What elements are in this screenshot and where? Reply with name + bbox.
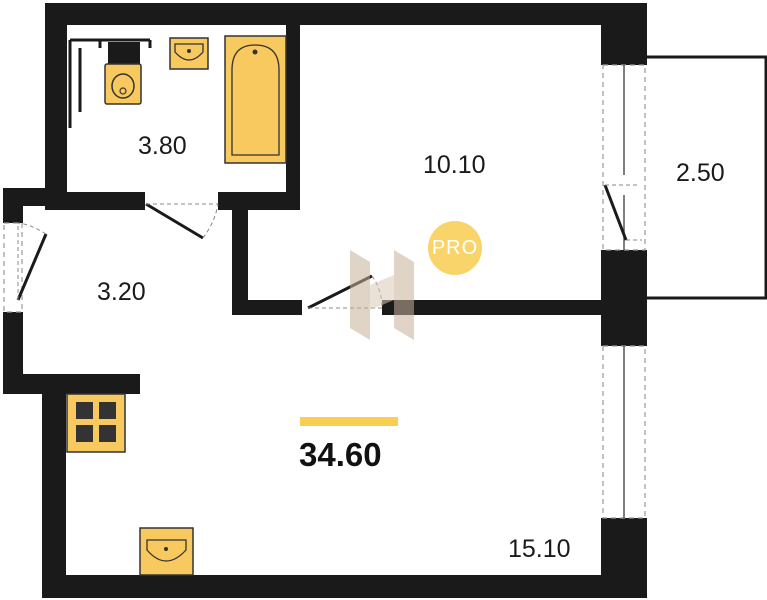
- toilet-icon: [104, 42, 142, 105]
- bathtub-icon: [224, 35, 287, 164]
- room-area-kitchen-living: 15.10: [508, 535, 571, 563]
- wall-top: [45, 3, 647, 25]
- bath-partitions: [68, 38, 152, 128]
- wall-bathroom-left: [45, 3, 67, 208]
- room-area-bathroom: 3.80: [138, 132, 187, 160]
- room-area-room: 10.10: [423, 151, 486, 179]
- watermark-logo-icon: [350, 250, 414, 340]
- window-hall: [3, 222, 23, 313]
- wall-room-left: [232, 205, 248, 315]
- wall-hall-left-bottom: [3, 312, 23, 394]
- wall-bathroom-bottom-left: [45, 192, 145, 210]
- walls: [3, 3, 647, 598]
- wall-bottom: [42, 575, 647, 598]
- balcony-outline: [647, 55, 767, 300]
- wall-right-bottom: [601, 518, 647, 598]
- total-area: 34.60: [299, 436, 382, 473]
- door-entrance: [16, 233, 48, 301]
- wall-bathroom-right: [286, 3, 300, 210]
- door-balcony: [603, 184, 628, 241]
- pro-badge-text: PRO: [431, 236, 479, 259]
- wall-right-middle: [601, 250, 647, 346]
- wall-kitchen-top-left: [3, 374, 140, 394]
- wall-kitchen-left: [42, 374, 66, 598]
- wall-room-bottom-right: [382, 300, 604, 315]
- total-area-accent-bar: [300, 417, 398, 426]
- doors: [16, 184, 628, 310]
- wall-hall-left-top: [3, 188, 23, 223]
- wall-right-top: [601, 3, 647, 65]
- room-area-hallway: 3.20: [97, 278, 146, 306]
- pro-badge: PRO: [428, 221, 482, 275]
- door-bathroom: [145, 202, 204, 240]
- sink-icon: [169, 37, 209, 70]
- stove-icon: [66, 393, 126, 453]
- room-area-balcony: 2.50: [676, 159, 725, 187]
- wall-room-bottom-left: [232, 300, 302, 315]
- kitchen-sink-icon: [139, 527, 194, 576]
